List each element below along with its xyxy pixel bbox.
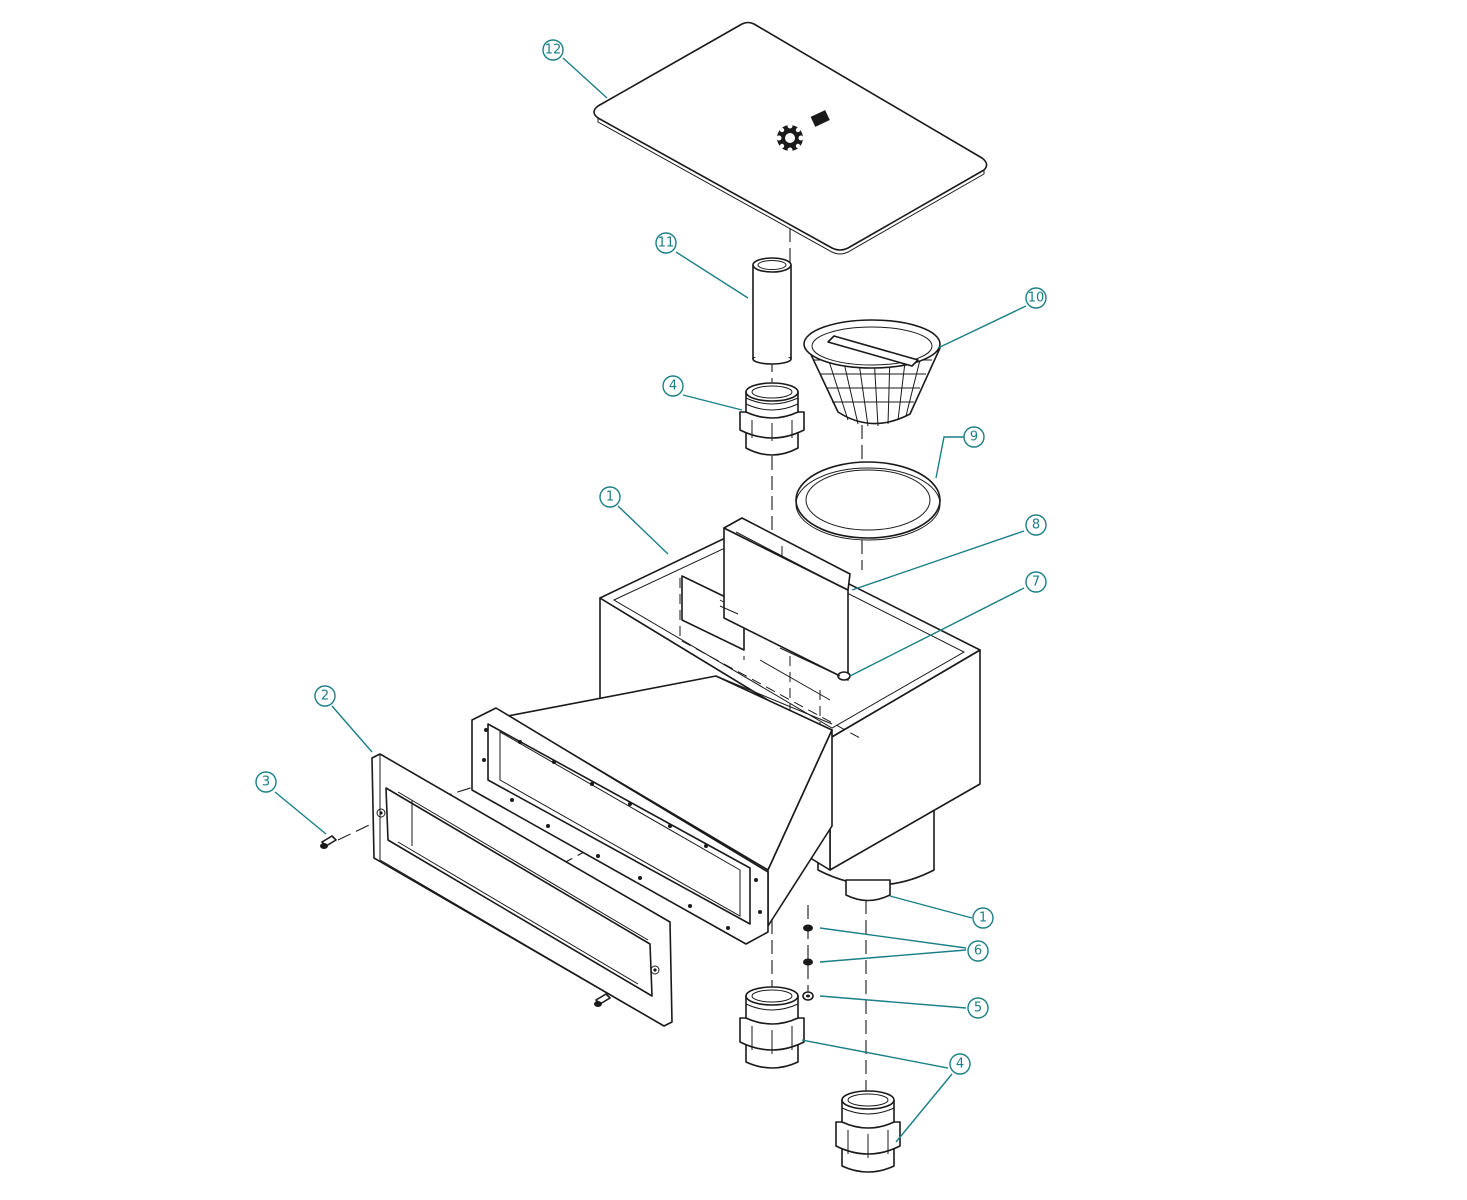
gasket-ring xyxy=(795,461,941,541)
callout-1-lower-label: 1 xyxy=(979,911,987,926)
callout-1-lower: 1 xyxy=(972,907,994,929)
threaded-adapter-lower-right xyxy=(835,1090,901,1173)
callout-5: 5 xyxy=(967,997,989,1019)
callout-8-label: 8 xyxy=(1032,518,1040,533)
callout-1-upper-label: 1 xyxy=(606,490,614,505)
lid-logo-icon xyxy=(776,123,804,153)
skimmer-throat xyxy=(507,675,833,927)
callout-3-label: 3 xyxy=(262,775,270,790)
callout-3: 3 xyxy=(255,771,277,793)
screw-lower-icon xyxy=(594,993,611,1007)
cover-plate xyxy=(593,21,988,255)
callout-6: 6 xyxy=(967,940,989,962)
pipe xyxy=(752,257,792,365)
callout-10-label: 10 xyxy=(1028,291,1045,306)
callout-4-lower: 4 xyxy=(949,1053,971,1075)
callout-6-label: 6 xyxy=(974,944,982,959)
faceplate-frame xyxy=(371,753,673,1027)
callout-7: 7 xyxy=(1025,571,1047,593)
lid-label-mark-icon xyxy=(810,110,830,127)
callout-10: 10 xyxy=(1025,287,1047,309)
callout-11-label: 11 xyxy=(658,236,675,251)
callout-4-upper-label: 4 xyxy=(669,379,677,394)
callout-leaders xyxy=(274,57,1027,1143)
callout-2-label: 2 xyxy=(321,689,329,704)
threaded-adapter-upper xyxy=(739,382,805,456)
washer-lower-icon xyxy=(803,958,813,966)
callout-1-upper: 1 xyxy=(599,486,621,508)
callout-9-label: 9 xyxy=(970,430,978,445)
body-faceplate-flange xyxy=(471,707,769,945)
callout-4-lower-label: 4 xyxy=(956,1057,964,1072)
threaded-adapter-lower-left xyxy=(739,986,805,1069)
callout-4-upper: 4 xyxy=(662,375,684,397)
weir-door xyxy=(719,517,851,681)
callout-5-label: 5 xyxy=(974,1001,982,1016)
callout-2: 2 xyxy=(314,685,336,707)
nut-icon xyxy=(802,991,814,1001)
callout-8: 8 xyxy=(1025,514,1047,536)
callout-7-label: 7 xyxy=(1032,575,1040,590)
callout-9: 9 xyxy=(963,426,985,448)
callout-11: 11 xyxy=(655,232,677,254)
strainer-basket xyxy=(803,319,941,427)
screw-upper-icon xyxy=(320,835,337,849)
callout-12: 12 xyxy=(542,39,564,61)
washer-upper-icon xyxy=(803,924,813,932)
callout-12-label: 12 xyxy=(545,43,562,58)
